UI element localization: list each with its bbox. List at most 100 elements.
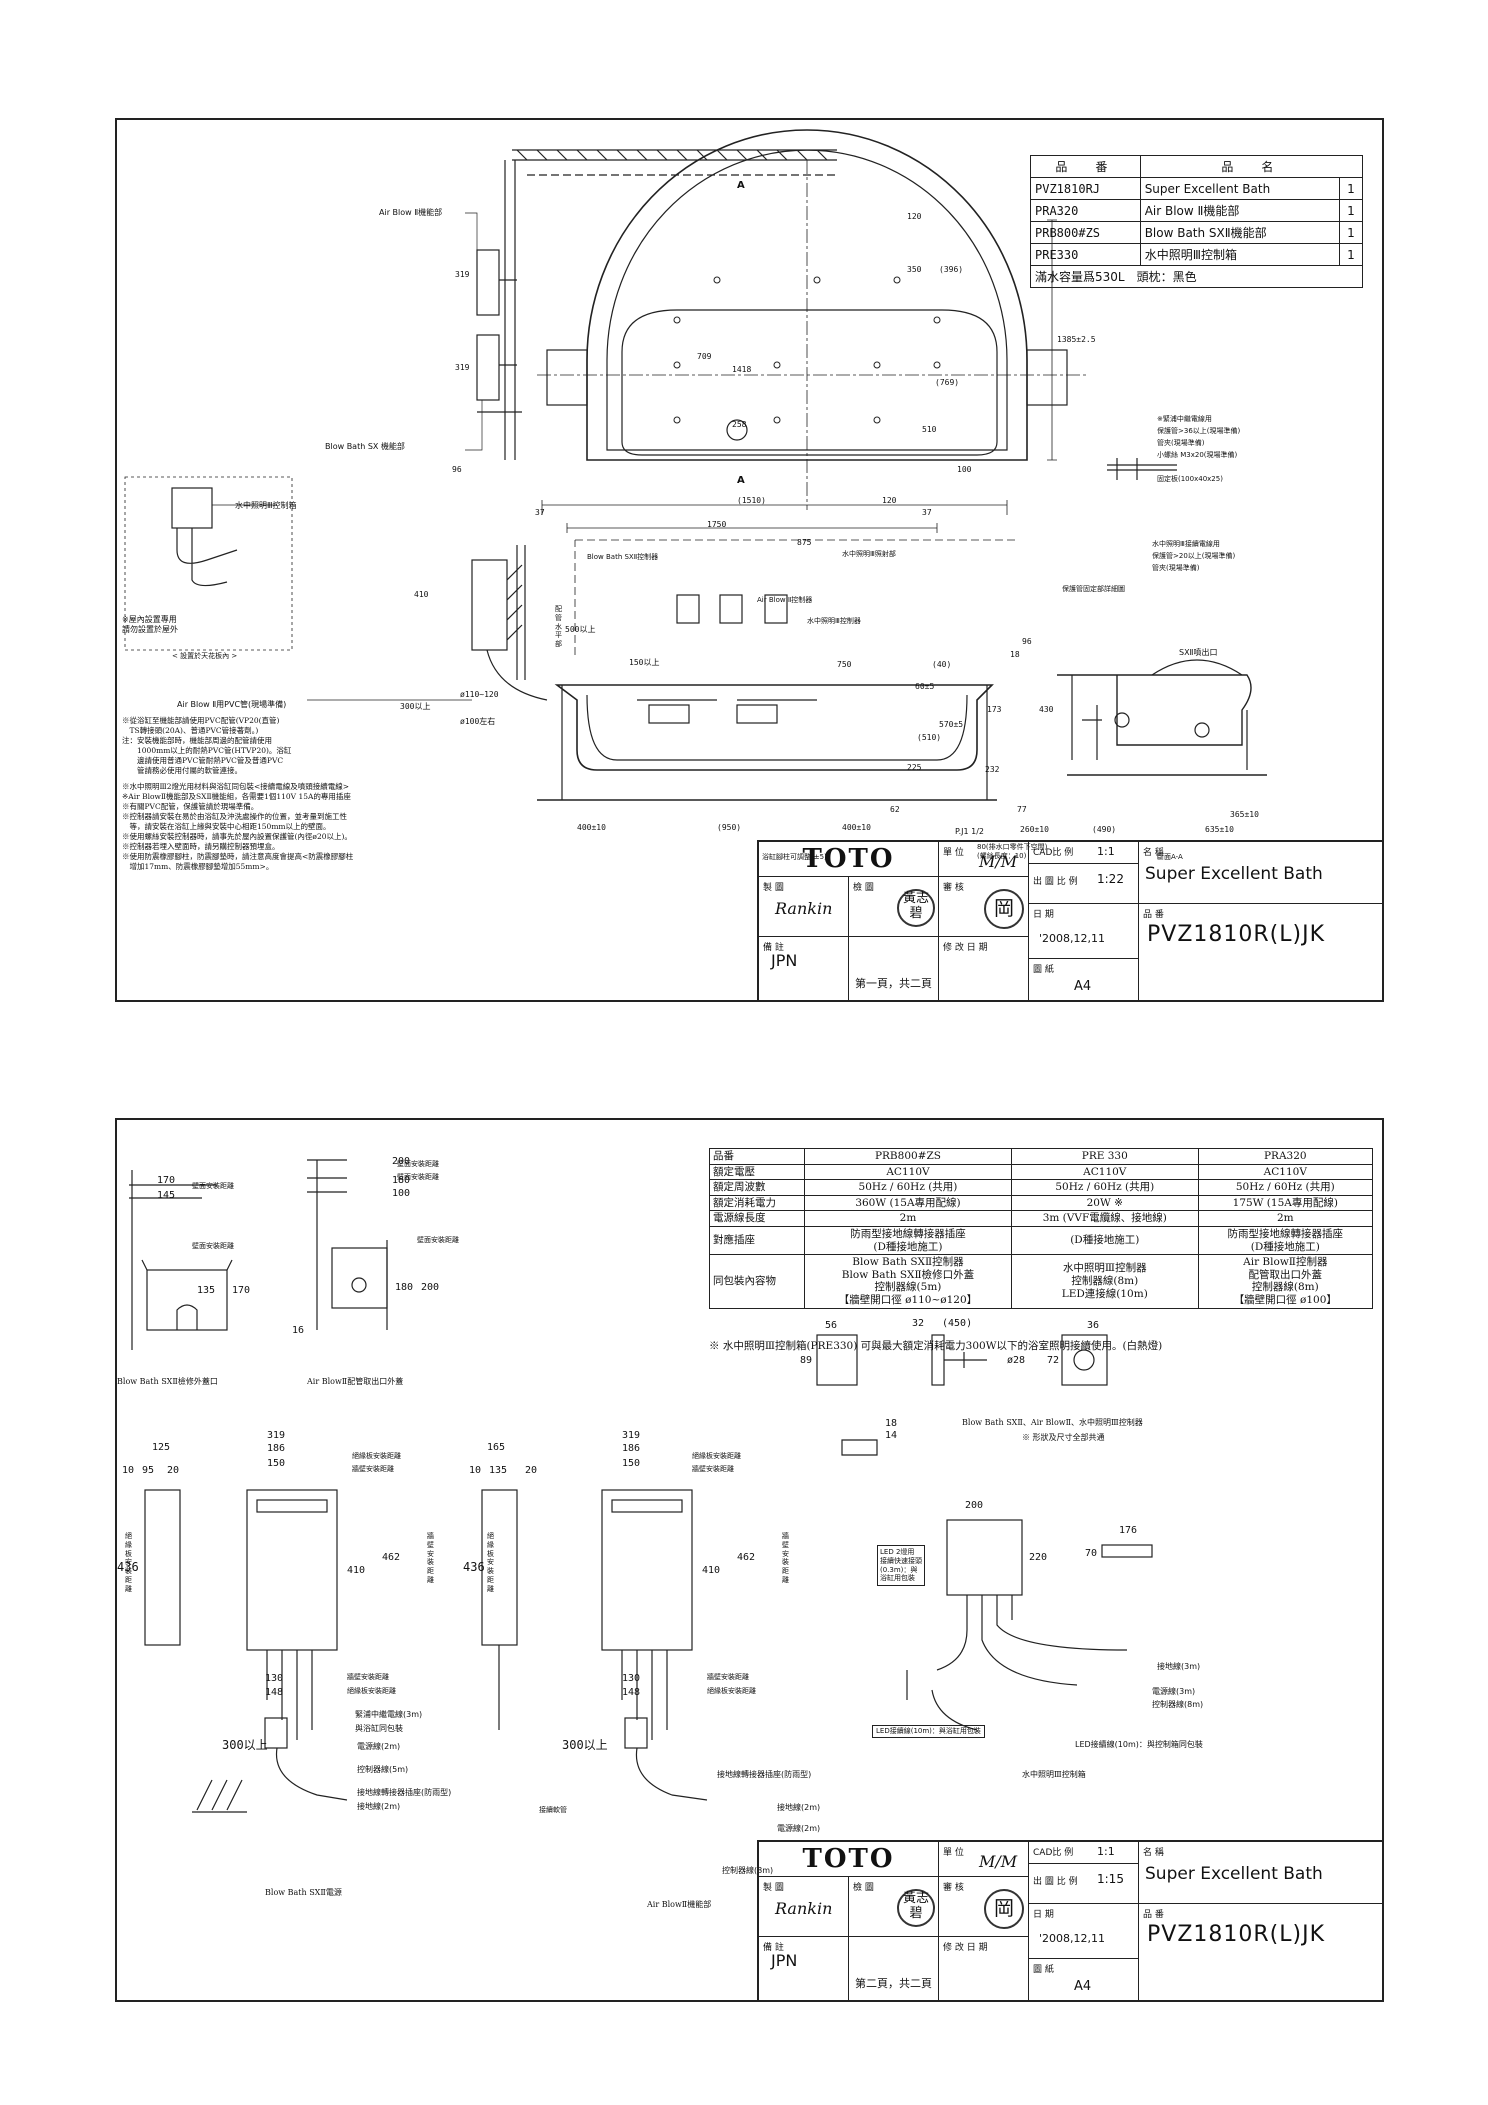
section-aa-label: 斷面A-A [1157, 853, 1183, 861]
dim: 462 [737, 1552, 756, 1563]
ctrl-wire8-label: 控制器線(8m) [722, 1866, 774, 1875]
drawing-name: Super Excellent Bath [1145, 1864, 1323, 1884]
dim: 365±10 [1230, 810, 1259, 819]
dim: 1418 [732, 365, 752, 374]
blow-cover-label: Blow Bath SXⅡ檢修外蓋口 [117, 1377, 218, 1386]
table-row: PRB800#ZS Blow Bath SXⅡ機能部 1 [1030, 221, 1363, 244]
dim: 165 [487, 1442, 506, 1453]
part-code: PVZ1810RJ [1030, 177, 1141, 200]
dim: 125 [152, 1442, 171, 1453]
dim: 400±10 [577, 823, 606, 832]
ctrl-wire5-label: 控制器線(5m) [357, 1765, 409, 1774]
parts-table: 品 番 品 名 PVZ1810RJ Super Excellent Bath 1… [1030, 155, 1364, 288]
dim: 462 [382, 1552, 401, 1563]
brand-logo: TOTO [802, 844, 895, 874]
dim: 200 [392, 1156, 411, 1167]
dim: 150以上 [629, 658, 660, 667]
title-block: TOTO 單 位 M/M CAD比 例 1:1 出 圖 比 例 1:22 名 稱… [757, 840, 1384, 1002]
unit-value: M/M [979, 1852, 1018, 1871]
wall-mount-label: 牆壁安裝距離 [707, 1673, 749, 1681]
ctrl8b-label: 控制器線(8m) [1152, 1700, 1204, 1709]
dim: 176 [1119, 1525, 1138, 1536]
dim: 350 [907, 265, 922, 274]
insul-label: 絕緣板安裝距離 [347, 1687, 396, 1695]
drawer-signature: Rankin [775, 899, 833, 918]
dim: 300以上 [222, 1738, 268, 1752]
dim: 20 [525, 1465, 538, 1476]
light-box-label: 水中照明Ⅲ控制箱 [235, 501, 297, 510]
dim: 225 [907, 763, 922, 772]
pvc-pipe-label: Air Blow Ⅱ用PVC管(現場準備) [177, 700, 287, 709]
light-part-label: 水中照明Ⅲ照射部 [842, 550, 896, 558]
insul-vert: 絕緣板安裝距離 [125, 1532, 132, 1593]
dim: 436 [117, 1560, 139, 1574]
dim: 36 [1087, 1320, 1100, 1331]
dim: 20 [167, 1465, 180, 1476]
dim: 400±10 [842, 823, 871, 832]
approver-stamp: 岡 [984, 889, 1024, 929]
part-qty: 1 [1339, 243, 1363, 266]
page-number: 第二頁，共二頁 [855, 1977, 932, 1990]
wall-mount-label: 牆壁安裝距離 [347, 1673, 389, 1681]
ground-plug-label: 接地線轉接器插座(防雨型) [357, 1788, 452, 1797]
dim: 750 [837, 660, 852, 669]
led-wire2-label: LED接續線(10m)：與控制箱同包裝 [1075, 1740, 1203, 1749]
wall-mount-label: 牆壁安裝距離 [352, 1465, 394, 1473]
accessory-drawings [129, 1159, 1153, 1813]
led-wire-label: LED接續線(10m)：與浴缸用包裝 [872, 1725, 985, 1738]
dim: 16 [292, 1325, 305, 1336]
part-qty: 1 [1339, 199, 1363, 222]
dim: (450) [942, 1318, 973, 1329]
dim: 95 [142, 1465, 155, 1476]
dim: 220 [1029, 1552, 1048, 1563]
ground3-label: 接地線(3m) [1157, 1662, 1201, 1671]
dim: 436 [463, 1560, 485, 1574]
dim: 1385±2.5 [1057, 335, 1096, 344]
wall-vert: 牆壁安裝距離 [782, 1532, 789, 1584]
dim: 410 [414, 590, 429, 599]
parts-header-code: 品 番 [1030, 155, 1141, 178]
dim: 18 [1010, 650, 1020, 659]
protect-detail-label: 保護管固定部詳細圖 [1062, 585, 1125, 593]
insul-label: 絕緣板安裝距離 [352, 1452, 401, 1460]
dim: (396) [939, 265, 964, 274]
adjust-label: 浴缸腳柱可調整(±5) [762, 853, 827, 861]
insul-vert: 絕緣板安裝距離 [487, 1532, 494, 1593]
drawing-sheet-1: 品 番 品 名 PVZ1810RJ Super Excellent Bath 1… [115, 118, 1384, 1002]
pj-label: P.J1 1/2 [955, 827, 984, 836]
power-wire-label: 電源線(2m) [357, 1742, 401, 1751]
dim: 200 [421, 1282, 440, 1293]
dim: (769) [935, 378, 960, 387]
wall-height-label: 配管水平部 [555, 605, 562, 648]
fix-plate-label: 固定板(100x40x25) [1157, 475, 1223, 483]
table-row: 對應插座防雨型接地線轉接器插座 (D種接地施工)(D種接地施工)防雨型接地線轉接… [709, 1225, 1374, 1256]
section-a-bottom: A [737, 475, 745, 486]
plan-and-section-drawing [124, 129, 1267, 801]
pipe-clip-label: 管夾(現場準備) [1157, 439, 1205, 447]
dim: 180 [392, 1175, 411, 1186]
part-name: Super Excellent Bath [1139, 177, 1341, 200]
ground-label: 接地線(2m) [777, 1803, 821, 1812]
part-qty: 1 [1339, 177, 1363, 200]
dim: 37 [535, 508, 545, 517]
table-row: PVZ1810RJ Super Excellent Bath 1 [1030, 177, 1363, 200]
hose-label: 接續軟管 [539, 1806, 567, 1814]
wall-mount-label: 牆壁安裝距離 [692, 1465, 734, 1473]
dim: 148 [265, 1687, 284, 1698]
dim: 130 [265, 1673, 284, 1684]
blow-power-label: Blow Bath SXⅡ電源 [265, 1888, 342, 1897]
brand-logo: TOTO [802, 1844, 895, 1874]
dim: 319 [455, 363, 470, 372]
ctrl-common-label: Blow Bath SXⅡ、Air BlowⅡ、水中照明Ⅲ控制器 [962, 1418, 1143, 1427]
dim: 258 [732, 420, 747, 429]
dim: 510 [922, 425, 937, 434]
led-note: LED 2燈用 接續快速接頭 (0.3m)：與 浴缸用包裝 [877, 1545, 925, 1586]
drawing-name: Super Excellent Bath [1145, 864, 1323, 884]
